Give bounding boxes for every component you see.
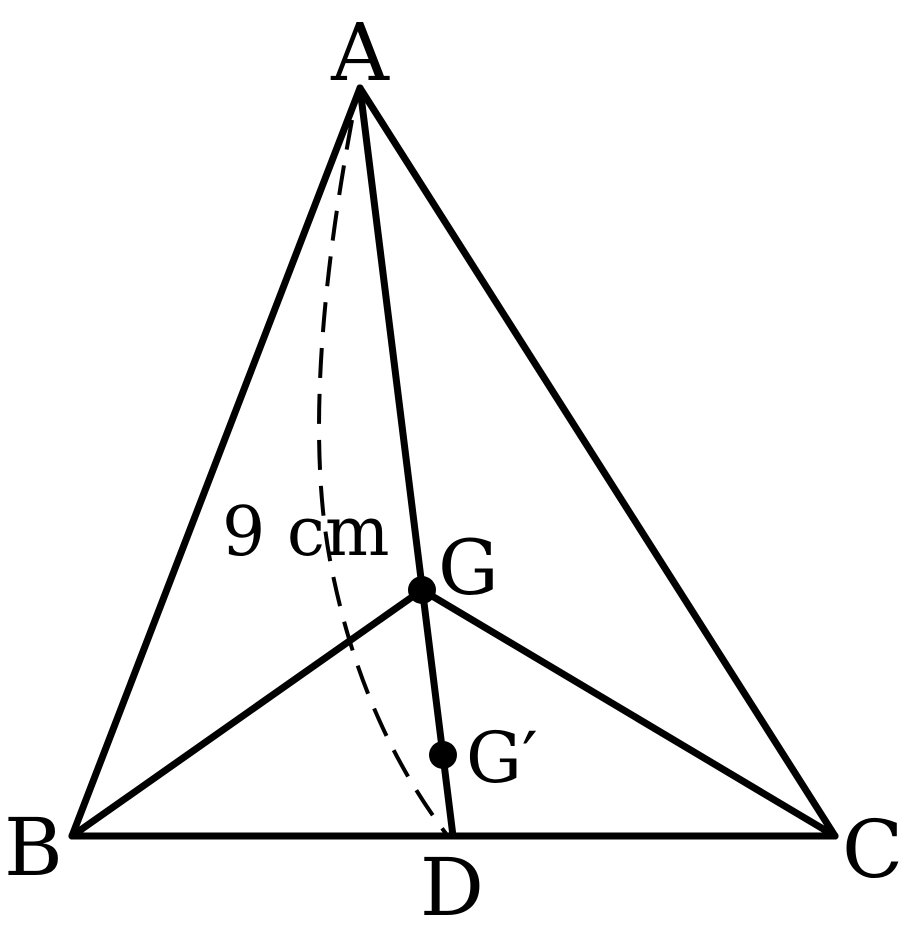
label-C: C — [842, 803, 903, 896]
label-measure: 9 cm — [222, 493, 389, 572]
edge-AB — [68, 84, 364, 840]
label-B: B — [4, 801, 63, 894]
label-G-prime: G′ — [466, 717, 538, 799]
label-G: G — [438, 523, 499, 612]
edge-AC — [356, 84, 839, 840]
dashed-height-curve — [317, 119, 449, 837]
label-D: D — [420, 841, 484, 934]
point-G — [408, 576, 436, 604]
edge-GC — [418, 586, 839, 840]
point-G-prime — [429, 741, 457, 769]
edge-GB — [68, 586, 426, 840]
label-A: A — [330, 6, 390, 99]
edge-AD — [356, 84, 457, 840]
